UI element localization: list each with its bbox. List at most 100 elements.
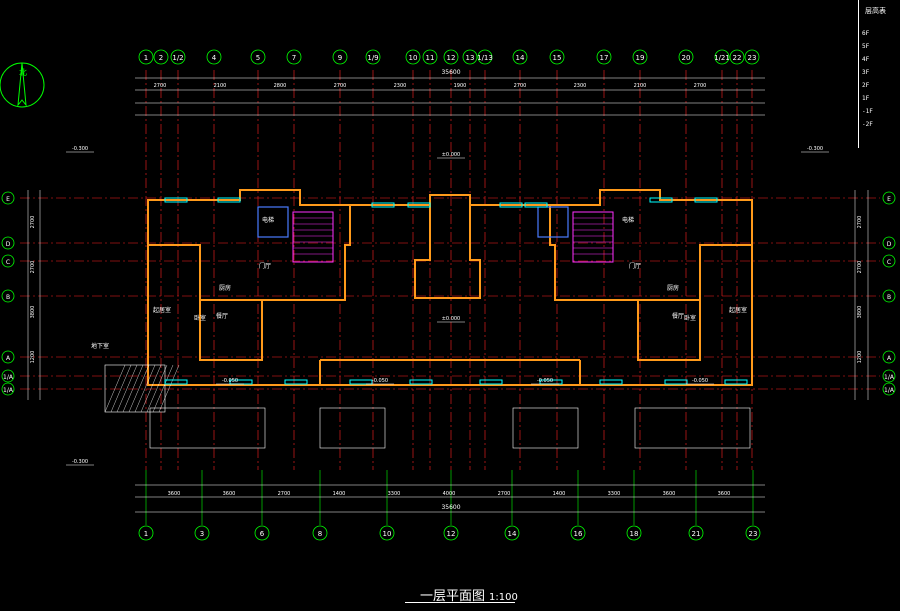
axis-label-bottom: 10 (383, 530, 392, 538)
north-arrow-icon: 北 (0, 62, 45, 108)
axis-label-bottom: 16 (574, 530, 583, 538)
elevation-mark: -0.050 (372, 378, 388, 384)
axis-label-bottom: 12 (447, 530, 456, 538)
axis-bubble-top (632, 49, 648, 65)
stair-outline (572, 211, 614, 263)
wall-outline (579, 245, 753, 386)
dimension-label-bottom: 3600 (168, 491, 181, 497)
hatch-line (146, 364, 168, 413)
axis-label-left: B (6, 294, 10, 301)
room-label: 卧室 (684, 314, 696, 322)
elevation-mark: -0.300 (72, 146, 88, 152)
axis-bubble-left (1, 191, 15, 205)
hatch-line (134, 364, 156, 413)
axis-label-right: D (887, 241, 892, 248)
axis-label-top: 1/9 (367, 54, 378, 62)
hatch-line (158, 364, 180, 413)
axis-label-top: 2 (159, 54, 163, 62)
dimension-label-bottom: 2700 (278, 491, 291, 497)
axis-label-top: 9 (338, 54, 342, 62)
axis-label-right: C (887, 259, 891, 266)
elevation-mark: -0.050 (537, 378, 553, 384)
overall-dimension-bottom: 35600 (441, 504, 460, 511)
legend-row: 5F (862, 43, 870, 50)
room-label: 厨房 (667, 284, 679, 292)
legend-row: 3F (862, 69, 870, 76)
wall-outline (147, 245, 321, 386)
axis-bubble-right (882, 382, 896, 396)
axis-bubble-top (512, 49, 528, 65)
dimension-label-bottom: 2700 (498, 491, 511, 497)
axis-bubble-right (882, 254, 896, 268)
axis-label-top: 1/2 (172, 54, 183, 62)
dimension-label-bottom: 3600 (718, 491, 731, 497)
dimension-label-left: 3800 (30, 306, 36, 319)
dimension-label-top: 2700 (694, 83, 707, 89)
axis-label-top: 22 (733, 54, 742, 62)
room-label: 厨房 (219, 284, 231, 292)
axis-bubble-top (549, 49, 565, 65)
dimension-label-left: 1200 (30, 351, 36, 364)
window (649, 197, 673, 203)
title-underline (405, 602, 515, 603)
wall-outline (549, 189, 753, 361)
axis-bubble-top (443, 49, 459, 65)
elevation-mark: ±0.000 (442, 316, 461, 322)
axis-label-left: C (6, 259, 10, 266)
window (409, 379, 433, 385)
axis-bubble-top (678, 49, 694, 65)
axis-label-bottom: 3 (200, 530, 204, 538)
axis-label-left: 1/A (3, 387, 14, 394)
axis-bubble-bottom (570, 525, 586, 541)
axis-bubble-top (744, 49, 760, 65)
axis-bubble-bottom (504, 525, 520, 541)
axis-bubble-right (882, 236, 896, 250)
basement-outline (104, 364, 166, 413)
balcony-outline (634, 407, 751, 449)
dimension-label-bottom: 3600 (223, 491, 236, 497)
elevator-shaft (537, 206, 569, 238)
axis-bubble-left (1, 254, 15, 268)
legend-row: 2F (862, 82, 870, 89)
dimension-label-bottom: 3600 (663, 491, 676, 497)
axis-bubble-right (882, 369, 896, 383)
room-label: 起居室 (729, 306, 747, 314)
axis-label-right: A (887, 355, 892, 362)
legend-row: -2F (862, 121, 873, 128)
dimension-label-right: 2700 (857, 261, 863, 274)
dimension-label-bottom: 1400 (333, 491, 346, 497)
hatch-line (116, 364, 138, 413)
axis-bubble-top (729, 49, 745, 65)
axis-label-top: 15 (553, 54, 562, 62)
legend-row: 1F (862, 95, 870, 102)
overall-dimension-top: 35600 (441, 69, 460, 76)
dimension-label-top: 2300 (574, 83, 587, 89)
window (524, 202, 548, 208)
axis-label-right: B (887, 294, 891, 301)
axis-label-right: 1/A (884, 387, 895, 394)
axis-bubble-top (714, 49, 730, 65)
room-label: 门厅 (259, 262, 271, 270)
dimension-label-top: 2100 (214, 83, 227, 89)
window (479, 379, 503, 385)
axis-bubble-top (138, 49, 154, 65)
window (164, 197, 188, 203)
balcony-outline (319, 407, 386, 449)
axis-label-bottom: 18 (630, 530, 639, 538)
axis-bubble-bottom (312, 525, 328, 541)
window (499, 202, 523, 208)
axis-bubble-bottom (626, 525, 642, 541)
windows (164, 197, 748, 385)
dimension-label-top: 2300 (394, 83, 407, 89)
axis-bubble-bottom (443, 525, 459, 541)
hatch-line (140, 364, 162, 413)
window (371, 202, 395, 208)
axis-bubble-right (882, 289, 896, 303)
dimension-label-right: 1200 (857, 351, 863, 364)
axis-bubble-bottom (688, 525, 704, 541)
legend-row: -1F (862, 108, 873, 115)
axis-label-top: 23 (748, 54, 757, 62)
axis-label-top: 1 (144, 54, 148, 62)
axis-bubble-left (1, 236, 15, 250)
